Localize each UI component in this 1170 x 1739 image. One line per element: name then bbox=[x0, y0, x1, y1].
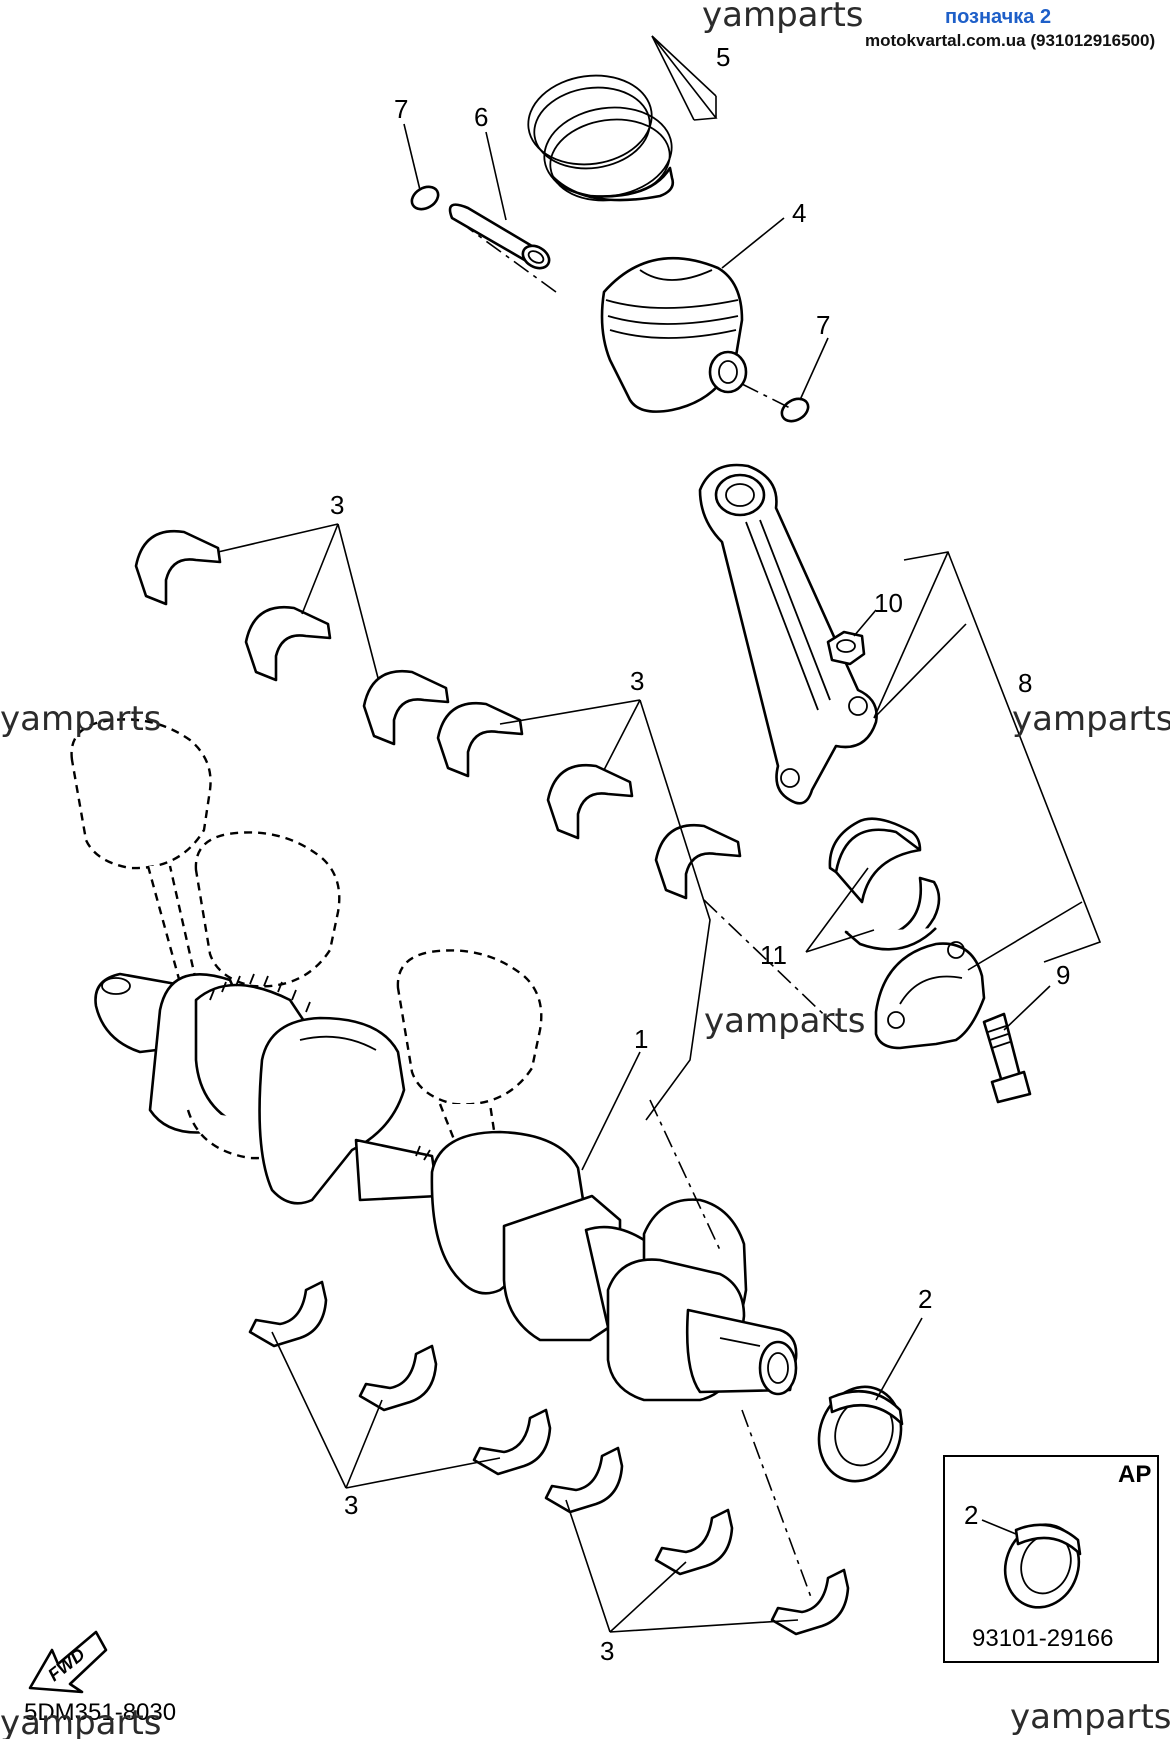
circlip-right bbox=[780, 397, 810, 423]
big-end-bearing-lower bbox=[844, 876, 941, 951]
crankshaft bbox=[94, 972, 798, 1402]
fwd-arrow: FWD bbox=[28, 1630, 108, 1694]
callout-1: 1 bbox=[634, 1024, 648, 1054]
inset-callout-2: 2 bbox=[964, 1500, 978, 1530]
callout-7-left: 7 bbox=[394, 94, 408, 124]
oil-seal bbox=[817, 1385, 904, 1483]
site-link[interactable]: позначка 2 bbox=[945, 6, 1051, 28]
callout-7-right: 7 bbox=[816, 310, 830, 340]
big-end-bearing-upper bbox=[828, 817, 922, 904]
piston bbox=[600, 256, 748, 413]
inset-label: AP bbox=[1118, 1461, 1151, 1488]
callout-11: 11 bbox=[760, 940, 787, 970]
centerline-clip bbox=[741, 383, 791, 409]
main-bearing-lower-group-b bbox=[544, 1446, 850, 1636]
contact-text: motokvartal.com.ua (931012916500) bbox=[865, 31, 1155, 50]
piston-pin bbox=[448, 203, 551, 270]
conrod-bolt bbox=[982, 1012, 1032, 1104]
main-bearing-upper-group-a bbox=[134, 529, 450, 746]
callout-10: 10 bbox=[874, 588, 903, 618]
centerline-upper bbox=[703, 899, 841, 1031]
conrod-cap bbox=[874, 941, 986, 1050]
main-bearing-lower-group-a bbox=[248, 1280, 552, 1476]
callout-6: 6 bbox=[474, 102, 488, 132]
conrod-nut bbox=[826, 630, 866, 666]
circlip-left bbox=[410, 185, 440, 211]
centerline-lower bbox=[741, 1409, 813, 1601]
callout-5: 5 bbox=[716, 42, 730, 72]
inset-oil-seal bbox=[1003, 1523, 1082, 1609]
callout-8: 8 bbox=[1018, 668, 1032, 698]
main-bearing-upper-group-b bbox=[436, 701, 742, 900]
callout-3-lower-left: 3 bbox=[344, 1490, 358, 1520]
watermark-top: yamparts bbox=[702, 0, 864, 35]
callout-2: 2 bbox=[918, 1284, 932, 1314]
inset-box: AP 2 93101-29166 bbox=[943, 1455, 1159, 1663]
watermark-right: yamparts bbox=[1012, 699, 1170, 739]
piston-ring-set bbox=[527, 74, 675, 202]
centerline-main bbox=[649, 1099, 721, 1251]
diagram-code: 5DM351-8030 bbox=[24, 1699, 176, 1726]
callout-3-upper-left: 3 bbox=[330, 490, 344, 520]
callout-3-upper-middle: 3 bbox=[630, 666, 644, 696]
ghost-piston-1 bbox=[70, 718, 212, 992]
leader-lines bbox=[217, 35, 1102, 1633]
connecting-rod bbox=[698, 463, 878, 805]
watermark-bottom-right: yamparts bbox=[1010, 1697, 1170, 1737]
callout-3-lower-right: 3 bbox=[600, 1636, 614, 1666]
inset-part-number: 93101-29166 bbox=[972, 1625, 1113, 1652]
callout-9: 9 bbox=[1056, 960, 1070, 990]
callout-4: 4 bbox=[792, 198, 806, 228]
watermark-center: yamparts bbox=[704, 1001, 866, 1041]
watermark-bottom-left: yamparts bbox=[0, 1703, 162, 1739]
watermark-left: yamparts bbox=[0, 699, 162, 739]
